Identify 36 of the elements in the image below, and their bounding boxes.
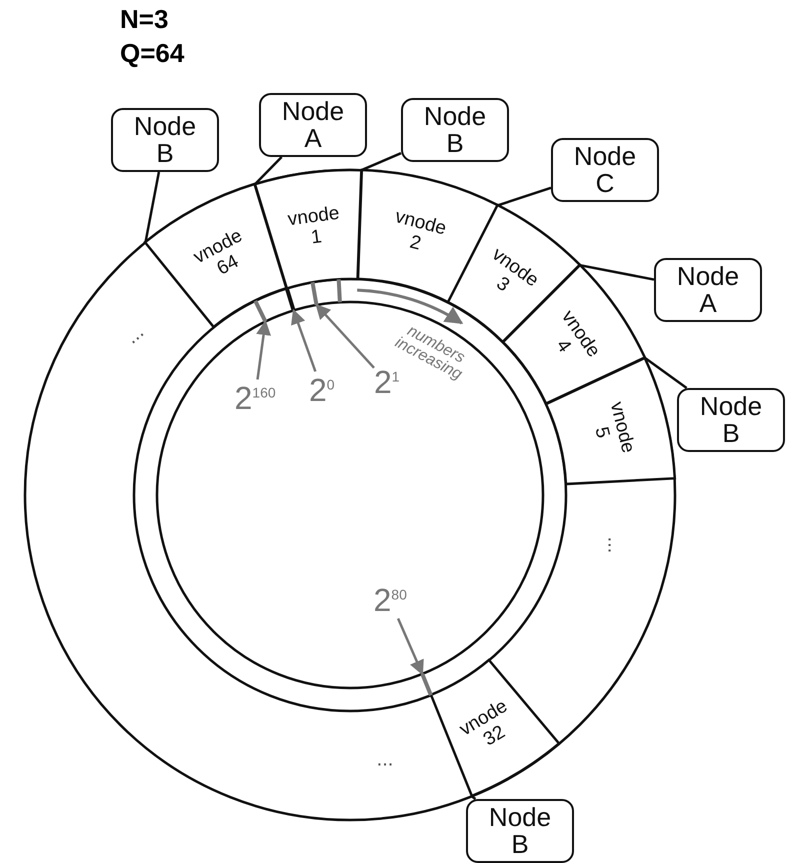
connector-line	[644, 356, 688, 390]
connector-line	[144, 172, 160, 243]
ellipsis-label: ...	[602, 536, 626, 554]
tick-mark	[420, 673, 433, 696]
node-box: Node B	[111, 108, 219, 172]
connector-line	[471, 795, 476, 800]
arrow	[396, 618, 424, 676]
segment-label: vnode 64	[190, 225, 247, 282]
arrow	[256, 320, 271, 380]
connector-line	[254, 156, 283, 186]
node-box: Node C	[551, 138, 659, 202]
hash-value-label: 2$^{80}$	[374, 582, 407, 618]
segment-label: vnode 5	[590, 399, 640, 457]
ellipsis-label: ...	[121, 320, 149, 350]
connector-line	[497, 186, 552, 207]
arrow	[291, 309, 317, 372]
parameter-label: Q=64	[120, 38, 184, 69]
segment-label: vnode 32	[456, 696, 512, 752]
node-box: Node B	[466, 799, 574, 863]
tick-mark	[336, 279, 342, 302]
node-box: Node B	[401, 98, 509, 162]
connector-line	[580, 264, 654, 281]
connector-line	[360, 152, 402, 172]
tick-mark	[254, 300, 268, 322]
node-box: Node B	[677, 388, 785, 452]
hash-value-label: 2$^{160}$	[234, 380, 276, 416]
node-box: Node A	[654, 258, 762, 322]
segment-label: vnode 1	[286, 202, 342, 250]
tick-mark	[284, 288, 296, 312]
tick-mark	[310, 282, 318, 306]
ellipsis-label: ...	[376, 748, 394, 772]
hash-value-label: 2$^{0}$	[309, 372, 335, 408]
segment-label: vnode 2	[392, 206, 448, 257]
node-box: Node A	[259, 93, 367, 157]
arrow	[315, 304, 375, 369]
parameter-label: N=3	[120, 4, 168, 35]
